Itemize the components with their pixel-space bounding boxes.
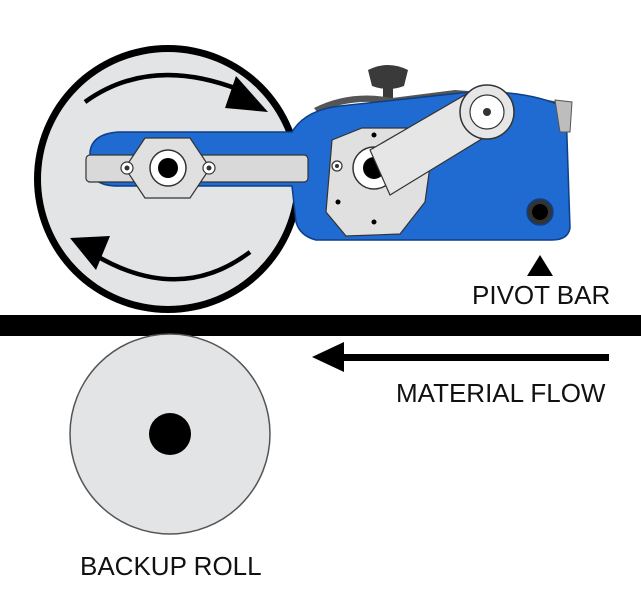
- material-flow-label: MATERIAL FLOW: [396, 378, 606, 408]
- backup-roll: [69, 333, 271, 535]
- knob-stem: [383, 82, 393, 102]
- material-web: [0, 315, 641, 336]
- backup-roll-label: BACKUP ROLL: [80, 551, 262, 581]
- rotation-bottom-arc: [93, 250, 252, 282]
- backup-roll-hub: [149, 413, 191, 455]
- curved-arrow-icon: [225, 76, 268, 112]
- knob-icon: [368, 65, 408, 89]
- rotation-arrows: [70, 72, 268, 282]
- applicator-arm: [85, 65, 573, 241]
- curved-arrow-icon: [70, 236, 110, 270]
- rotation-top-arc: [83, 72, 241, 104]
- pivot-bar-label: PIVOT BAR: [472, 280, 610, 310]
- up-triangle-icon: [527, 255, 553, 276]
- left-arrow-icon: [312, 342, 609, 372]
- side-bracket: [554, 99, 573, 133]
- left-hub-center: [158, 158, 178, 178]
